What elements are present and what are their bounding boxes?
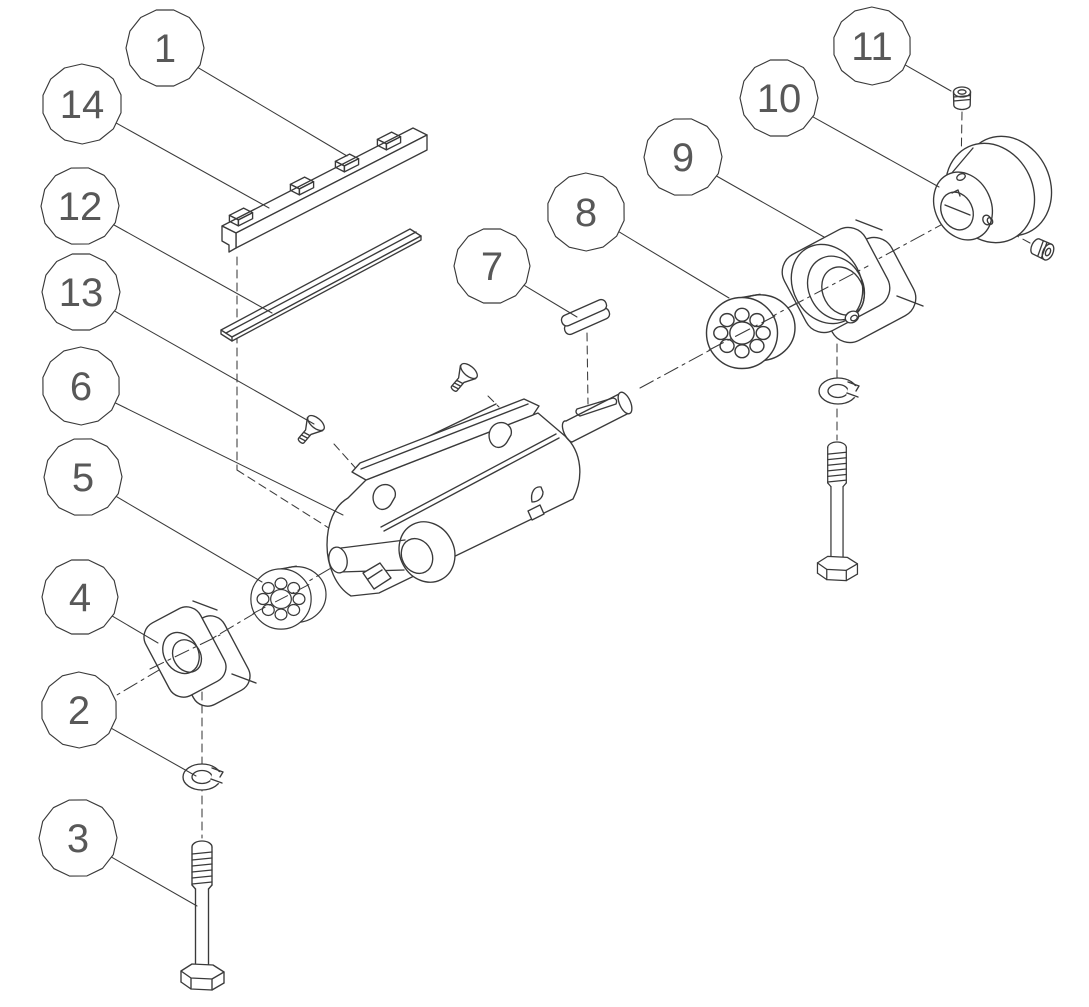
balloon-leader-3: [111, 856, 198, 907]
balloon-leader-5: [116, 496, 263, 583]
balloon-4: [41, 559, 119, 635]
balloon-leader-4: [112, 615, 159, 644]
balloon-1: [125, 9, 205, 87]
lock-washer-left: [182, 763, 228, 791]
guide-screw-top: [487, 395, 500, 408]
balloon-2: [41, 671, 117, 749]
balloon-number-14: 14: [60, 83, 105, 127]
balloon-number-3: 3: [67, 817, 89, 861]
cutterhead: [326, 391, 633, 597]
set-screw-top: [952, 86, 972, 111]
balloon-number-11: 11: [851, 25, 893, 69]
balloon-number-7: 7: [481, 245, 503, 289]
balloon-number-2: 2: [68, 689, 90, 733]
balloon-6: [42, 346, 120, 426]
balloon-leader-14: [116, 122, 270, 209]
balloon-leader-9: [716, 175, 825, 238]
balloon-number-9: 9: [672, 136, 694, 180]
balloon-10: [739, 59, 819, 137]
balloon-number-6: 6: [70, 365, 92, 409]
balloon-8: [547, 172, 625, 252]
chip-breaker-claw: [488, 421, 513, 449]
balloon-number-8: 8: [575, 191, 597, 235]
balloon-11: [833, 6, 911, 86]
balloon-leader-2: [111, 728, 197, 777]
shaft-key: [560, 298, 611, 336]
ball-bearing-left: [250, 565, 327, 630]
knife-slot-edge: [380, 433, 560, 532]
balloon-14: [42, 63, 122, 145]
shaft-keyway: [575, 397, 618, 417]
balloon-12: [40, 167, 120, 245]
hex-bolt-left: [180, 840, 225, 991]
set-screw-side: [1027, 236, 1057, 263]
bearing-block-right: [781, 219, 924, 344]
balloon-number-10: 10: [757, 77, 802, 121]
balloon-number-12: 12: [58, 185, 103, 229]
balloon-leader-8: [618, 231, 730, 299]
balloon-leader-6: [115, 402, 344, 516]
balloon-number-5: 5: [72, 456, 94, 500]
knife-blade: [220, 228, 422, 342]
balloon-3: [38, 799, 118, 877]
balloon-7: [453, 228, 531, 304]
guide-set-screw-top: [960, 111, 963, 173]
balloon-9: [643, 118, 723, 196]
cutterhead-shaft: [561, 391, 633, 443]
balloon-leader-1: [198, 67, 348, 157]
balloon-number-13: 13: [59, 271, 104, 315]
knife-gib-wedge: [351, 398, 540, 481]
pulley-bore: [940, 191, 974, 231]
balloon-leader-10: [812, 116, 940, 188]
chip-breaker-claw: [372, 483, 397, 511]
ball-bearing-right: [705, 293, 796, 370]
balloon-layer: 1 14 12 13 6 5 4 2 3 7 8 9 10 11: [38, 6, 952, 907]
guide-knife-slot: [236, 469, 333, 531]
set-screw-hole-top: [956, 173, 966, 181]
balloon-13: [41, 253, 121, 331]
lock-washer-right: [818, 377, 864, 405]
knife-locking-bar: [221, 127, 428, 253]
balloon-5: [43, 438, 123, 516]
knife-screw: [444, 360, 481, 398]
knife-screw: [291, 412, 328, 450]
balloon-leader-12: [113, 224, 273, 314]
balloon-leader-7: [524, 285, 578, 318]
bearing-block-left: [143, 600, 257, 707]
left-shaft-stub: [328, 546, 348, 574]
balloon-leader-11: [905, 64, 952, 92]
hex-bolt-right: [816, 441, 859, 582]
balloon-leader-13: [114, 310, 315, 425]
pulley: [932, 135, 1053, 244]
balloon-number-1: 1: [154, 27, 176, 71]
balloon-number-4: 4: [69, 576, 91, 620]
guide-key: [586, 332, 589, 405]
